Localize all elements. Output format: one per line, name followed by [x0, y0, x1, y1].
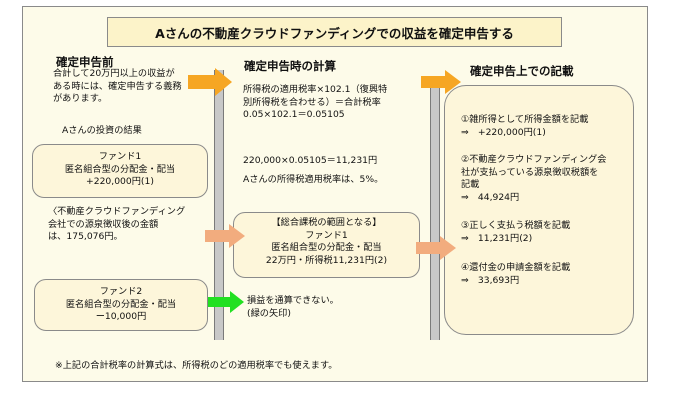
entry-refund-request: ④還付金の申請金額を記載 ⇒ 33,693円: [461, 262, 571, 286]
heading-calculation: 確定申告時の計算: [244, 59, 336, 73]
orange-arrow-left-shape: [188, 68, 232, 96]
entry-withholding-tax: ②不動産クラウドファンディング会 社が支払っている源泉徴収税額を 記載 ⇒ 44…: [461, 154, 607, 203]
footnote: ※上記の合計税率の計算式は、所得税のどの適用税率でも使えます。: [55, 360, 338, 371]
taxable-box-heading: 【総合課税の範囲となる】: [271, 217, 382, 228]
tax-calculation: 220,000×0.05105＝11,231円: [243, 155, 378, 166]
orange-arrow-right-shape: [421, 70, 461, 94]
entry-correct-tax: ③正しく支払う税額を記載 ⇒ 11,231円(2): [461, 220, 571, 244]
fund2-title: ファンド2: [99, 286, 143, 297]
taxable-box-amount: 22万円・所得税11,231円(2): [265, 254, 388, 266]
separator-left: [214, 70, 224, 340]
fund2-description: 匿名組合型の分配金・配当: [65, 298, 177, 310]
diagram-title: Aさんの不動産クラウドファンディングでの収益を確定申告する: [107, 17, 562, 47]
peach-arrow-to-taxable-shape: [205, 224, 245, 248]
heading-before-filing: 確定申告前: [56, 55, 114, 69]
separator-right: [430, 78, 440, 340]
orange-arrow-left: [188, 68, 232, 96]
no-loss-offset-note: 損益を通算できない。 (緑の矢印): [247, 295, 339, 319]
orange-arrow-right: [421, 70, 461, 94]
fund1-title: ファンド1: [98, 151, 142, 162]
fund2-amount: ー10,000円: [95, 311, 147, 322]
combined-tax-rate-formula: 所得税の適用税率×102.1（復興特 別所得税を合わせる）＝合計税率 0.05×…: [243, 84, 388, 120]
peach-arrow-to-filing-shape: [416, 236, 456, 260]
entry-miscellaneous-income: ①雑所得として所得金額を記載 ⇒ +220,000円(1): [461, 114, 589, 138]
green-arrow-no-offset: [208, 291, 244, 313]
green-arrow-no-offset-shape: [208, 291, 244, 313]
filing-obligation-text: 合計して20万円以上の収益が ある時には、確定申告する義務 があります。: [53, 68, 182, 104]
peach-arrow-to-filing: [416, 236, 456, 260]
fund1-box: ファンド1 匿名組合型の分配金・配当 +220,000円(1): [32, 144, 208, 198]
investment-results-label: Aさんの投資の結果: [62, 125, 142, 136]
fund1-description: 匿名組合型の分配金・配当: [64, 163, 176, 175]
filing-entries-box: ①雑所得として所得金額を記載 ⇒ +220,000円(1) ②不動産クラウドファ…: [444, 85, 634, 335]
applicable-tax-rate: Aさんの所得税適用税率は、5%。: [243, 174, 384, 185]
peach-arrow-to-taxable: [205, 224, 245, 248]
heading-filing-entries: 確定申告上での記載: [470, 64, 574, 78]
taxable-income-box: 【総合課税の範囲となる】 ファンド1 匿名組合型の分配金・配当 22万円・所得税…: [233, 212, 420, 278]
fund1-amount: +220,000円(1): [86, 176, 154, 187]
fund2-box: ファンド2 匿名組合型の分配金・配当 ー10,000円: [34, 279, 208, 331]
withholding-note: 〈不動産クラウドファンディング 会社での源泉徴収後の金額 は、175,076円。: [48, 206, 186, 242]
